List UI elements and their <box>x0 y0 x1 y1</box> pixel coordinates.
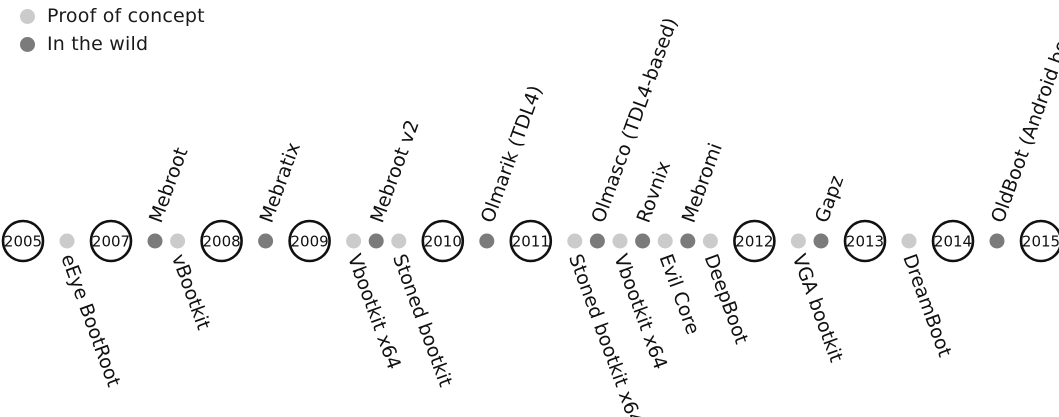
year-circle <box>509 219 553 263</box>
year-label: 2010 <box>424 233 462 251</box>
year-node-2007: 2007 <box>89 219 133 263</box>
year-circle <box>733 219 776 263</box>
year-circle <box>931 219 975 263</box>
year-circle <box>288 219 331 263</box>
bootkit-label: DreamBoot <box>898 251 955 360</box>
bootkit-evil-core: Evil Core <box>655 233 704 337</box>
in-the-wild-dot-icon <box>479 233 495 249</box>
proof-of-concept-dot-icon <box>391 233 407 249</box>
bootkit-vga-bootkit: VGA bootkit <box>788 233 847 365</box>
in-the-wild-dot-icon <box>680 233 696 249</box>
bootkit-vbootkit-x64: Vbootkit x64 <box>343 233 405 372</box>
year-node-2013: 2013 <box>843 219 887 263</box>
year-node-2015: 2015 <box>1019 219 1059 263</box>
proof-of-concept-dot-icon <box>790 233 806 249</box>
bootkit-label: Stoned bootkit <box>388 251 456 390</box>
legend-item-proof-of-concept: Proof of concept <box>20 2 205 30</box>
bootkit-label: eEye BootRoot <box>56 251 124 390</box>
proof-of-concept-dot-icon <box>170 233 186 249</box>
year-circle <box>843 219 887 263</box>
proof-of-concept-dot-icon <box>901 233 917 249</box>
bootkit-label: Evil Core <box>655 251 704 337</box>
year-label: 2013 <box>846 233 884 251</box>
legend-item-in-the-wild: In the wild <box>20 30 205 58</box>
bootkit-label: Olmasco (TDL4-based) <box>587 15 682 226</box>
bootkit-label: Olmarik (TDL4) <box>477 83 547 226</box>
bootkit-mebroot: Mebroot <box>145 145 192 249</box>
year-label: 2009 <box>291 233 329 251</box>
bootkit-label: vBootkit <box>167 251 215 332</box>
bootkit-label: OldBoot (Android bootkit) <box>987 0 1059 226</box>
year-label: 2011 <box>512 233 550 251</box>
in-the-wild-dot-icon <box>813 233 829 249</box>
year-label: 2015 <box>1022 233 1059 251</box>
in-the-wild-dot-icon <box>635 233 651 249</box>
in-the-wild-dot-icon <box>368 233 384 249</box>
bootkit-mebroot-v2: Mebroot v2 <box>366 117 424 249</box>
year-label: 2007 <box>92 233 130 251</box>
bootkit-mebromi: Mebromi <box>678 140 727 249</box>
year-label: 2008 <box>203 233 241 251</box>
in-the-wild-dot-icon <box>20 36 35 52</box>
legend-label: Proof of concept <box>47 5 205 27</box>
year-label: 2014 <box>934 233 972 251</box>
year-label: 2005 <box>4 233 42 251</box>
year-circle <box>421 219 465 263</box>
bootkit-label: VGA bootkit <box>788 251 847 365</box>
proof-of-concept-dot-icon <box>59 233 75 249</box>
in-the-wild-dot-icon <box>989 233 1005 249</box>
bootkit-label: Mebromi <box>678 140 727 225</box>
bootkit-label: Rovnix <box>633 158 675 225</box>
bootkit-gapz: Gapz <box>811 173 848 249</box>
year-node-2012: 2012 <box>733 219 776 263</box>
year-node-2008: 2008 <box>200 219 243 263</box>
in-the-wild-dot-icon <box>589 233 605 249</box>
bootkit-label: Mebratix <box>256 140 305 226</box>
year-circle <box>89 219 133 263</box>
proof-of-concept-dot-icon <box>612 233 628 249</box>
in-the-wild-dot-icon <box>147 233 163 249</box>
legend: Proof of concept In the wild <box>20 2 205 58</box>
proof-of-concept-dot-icon <box>567 233 583 249</box>
proof-of-concept-dot-icon <box>702 233 718 249</box>
year-node-2011: 2011 <box>509 219 553 263</box>
bootkit-label: Mebroot <box>145 145 192 226</box>
year-circle <box>1 219 45 263</box>
year-label: 2012 <box>735 233 773 251</box>
in-the-wild-dot-icon <box>258 233 274 249</box>
year-node-2014: 2014 <box>931 219 975 263</box>
year-circle <box>1019 219 1059 263</box>
bootkit-label: Gapz <box>811 173 848 226</box>
legend-label: In the wild <box>47 33 149 55</box>
year-circle <box>200 219 243 263</box>
proof-of-concept-dot-icon <box>346 233 362 249</box>
proof-of-concept-dot-icon <box>657 233 673 249</box>
bootkit-oldboot-android-bootkit: OldBoot (Android bootkit) <box>987 0 1059 249</box>
bootkit-label: Mebroot v2 <box>366 117 423 226</box>
year-node-2009: 2009 <box>288 219 331 263</box>
year-node-2010: 2010 <box>421 219 465 263</box>
year-node-2005: 2005 <box>1 219 45 263</box>
bootkit-label: DeepBoot <box>700 251 753 347</box>
proof-of-concept-dot-icon <box>20 8 35 24</box>
